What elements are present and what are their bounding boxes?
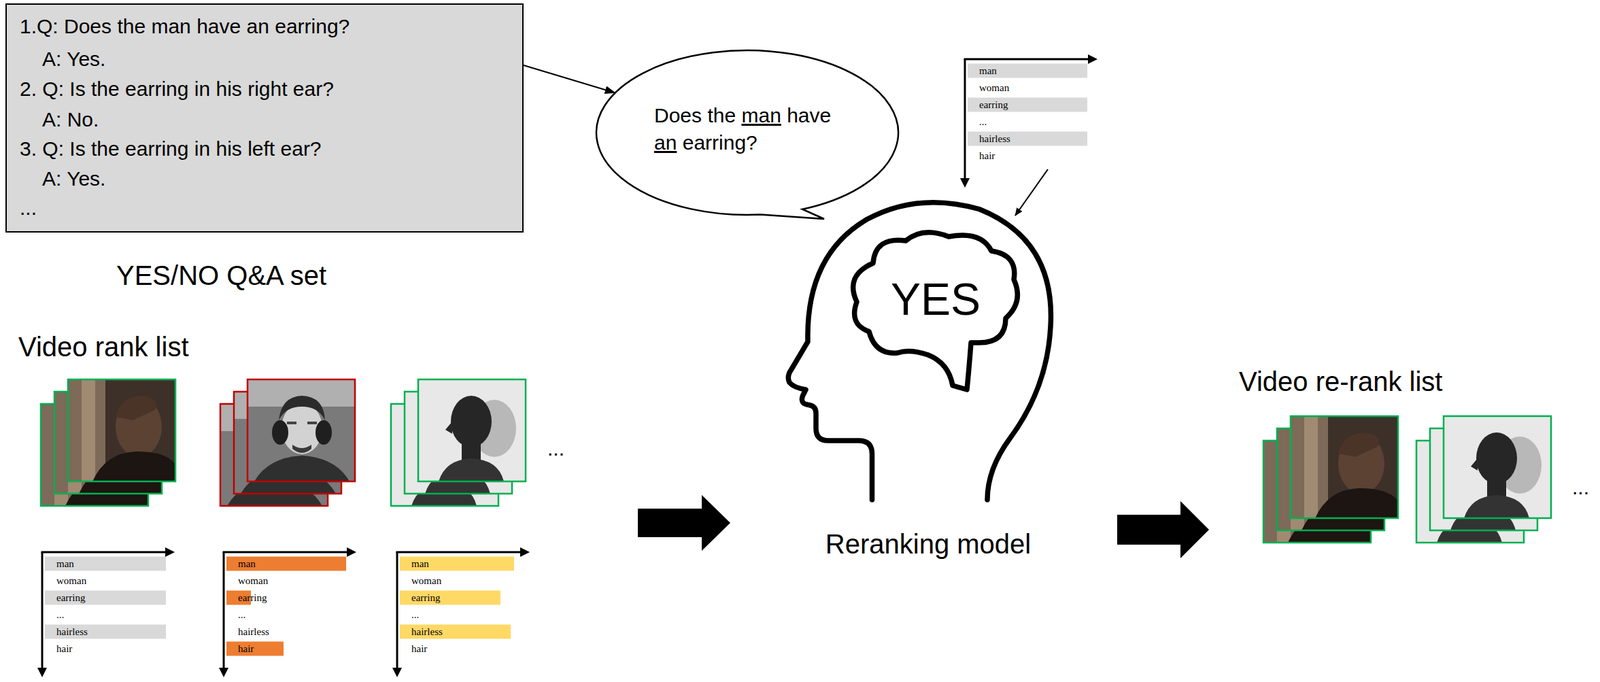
- axis: [964, 58, 1091, 61]
- attribute-label: hair: [411, 641, 428, 657]
- video-stack: [1416, 416, 1552, 543]
- video-stack: [220, 379, 355, 506]
- underlined-word: man: [741, 104, 781, 127]
- head-model: Reranking model YES: [781, 193, 1075, 575]
- head-shape: [788, 202, 1051, 500]
- qa-line: A: Yes.: [42, 163, 106, 194]
- bubble-shape: [596, 50, 899, 219]
- video-stack: [40, 379, 176, 506]
- attribute-label: hair: [56, 641, 73, 657]
- attribute-label: earring: [56, 590, 85, 606]
- video-frame: [1443, 416, 1552, 519]
- set-caption: YES/NO Q&A set: [116, 259, 327, 292]
- axis-head: [520, 547, 530, 557]
- attribute-label: hair: [979, 148, 995, 164]
- attribute-label: hairless: [56, 624, 88, 640]
- axis-head: [218, 667, 229, 678]
- attribute-label: woman: [979, 80, 1010, 96]
- axis-head: [960, 178, 970, 188]
- axis: [41, 551, 168, 554]
- attribute-label: hair: [237, 641, 254, 657]
- list-title: Video re-rank list: [1238, 365, 1443, 398]
- axis: [41, 552, 44, 670]
- frame-border: [418, 379, 526, 482]
- axis-head: [1087, 54, 1098, 64]
- axis: [396, 552, 399, 670]
- attribute-label: woman: [237, 573, 268, 589]
- axis: [964, 59, 967, 180]
- video-stack: [1263, 416, 1399, 543]
- score-bar: [399, 590, 501, 606]
- qa-line: A: Yes.: [42, 44, 106, 75]
- qa-line: A: No.: [42, 104, 99, 135]
- score-bar: [44, 624, 166, 640]
- frame-border: [247, 379, 355, 482]
- ellipsis: ...: [547, 435, 565, 463]
- attribute-label: man: [56, 556, 75, 572]
- underlined-word: an: [654, 131, 677, 154]
- video-frame: [418, 379, 526, 482]
- video-frame: [247, 379, 355, 482]
- video-frame: [1290, 416, 1399, 519]
- attribute-label: woman: [411, 573, 442, 589]
- head-outline: [781, 193, 1054, 500]
- attribute-label: hairless: [979, 131, 1011, 147]
- speech-bubble: Does the man have an earring?: [594, 48, 901, 224]
- score-bar: [44, 556, 166, 572]
- attribute-label: earring: [411, 590, 440, 606]
- attribute-chart: [218, 547, 357, 678]
- axis: [223, 552, 226, 670]
- video-frame: [67, 379, 176, 482]
- score-bar: [967, 97, 1088, 113]
- qa-line: 1.Q: Does the man have an earring?: [19, 11, 350, 42]
- axis-head: [346, 547, 357, 557]
- question-text: Does the man have an earring?: [654, 101, 845, 157]
- attribute-label: ...: [979, 114, 987, 130]
- frame-border: [67, 379, 176, 482]
- attribute-label: hairless: [411, 624, 443, 640]
- attribute-label: man: [237, 556, 256, 572]
- attribute-label: ...: [411, 607, 419, 623]
- score-bar: [44, 590, 166, 606]
- axis: [223, 551, 349, 554]
- attribute-chart: [960, 54, 1098, 188]
- video-stack: [390, 379, 526, 506]
- list-title: Video rank list: [18, 330, 190, 364]
- ellipsis: ...: [1572, 473, 1590, 502]
- block-arrow: [637, 495, 731, 551]
- model-title: Reranking model: [781, 527, 1075, 561]
- answer-text: YES: [851, 273, 1020, 326]
- qa-line: 3. Q: Is the earring in his left ear?: [19, 133, 322, 164]
- attribute-label: ...: [56, 607, 64, 623]
- attribute-label: man: [411, 556, 430, 572]
- axis-head: [392, 667, 402, 678]
- attribute-label: earring: [979, 97, 1008, 113]
- score-bar: [399, 556, 515, 572]
- qa-line: 2. Q: Is the earring in his right ear?: [19, 74, 334, 105]
- connector-arrow: [523, 65, 616, 94]
- score-bar: [226, 641, 284, 657]
- score-bar: [226, 556, 347, 572]
- attribute-chart: [392, 547, 530, 678]
- axis: [396, 551, 523, 554]
- attribute-label: ...: [237, 607, 246, 623]
- attribute-chart: [37, 547, 175, 678]
- axis-head: [37, 667, 47, 678]
- frame-border: [1290, 416, 1399, 519]
- leader-arrow: [1015, 169, 1048, 216]
- attribute-label: woman: [56, 573, 87, 589]
- score-bar: [399, 624, 511, 640]
- brain-cloud: YES: [851, 229, 1020, 393]
- score-bar: [967, 131, 1088, 147]
- frame-border: [1443, 416, 1552, 519]
- qa-box: 1.Q: Does the man have an earring?A: Yes…: [5, 3, 524, 233]
- attribute-label: hairless: [237, 624, 270, 640]
- attribute-label: man: [979, 63, 997, 79]
- score-bar: [967, 63, 1088, 79]
- block-arrow: [1117, 501, 1210, 559]
- axis-head: [165, 547, 175, 557]
- qa-line: ...: [19, 193, 37, 224]
- attribute-label: earring: [237, 590, 267, 606]
